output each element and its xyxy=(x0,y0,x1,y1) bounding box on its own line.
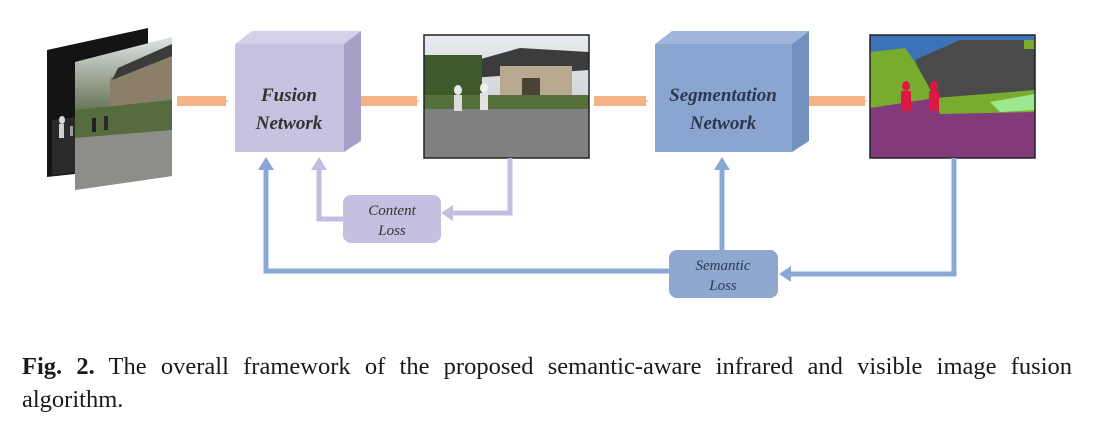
input-image-pair xyxy=(47,28,172,190)
framework-diagram: Fusion Network Segmentation Network xyxy=(47,28,1036,298)
semantic-loss-label-line1: Semantic xyxy=(696,258,751,274)
fused-image xyxy=(423,34,590,159)
figure-label: Fig. 2. xyxy=(22,353,95,380)
fusion-network-box: Fusion Network xyxy=(235,31,361,152)
segmentation-result-image xyxy=(869,34,1036,159)
fusion-network-label-line2: Network xyxy=(255,113,323,134)
semantic-loss-label-line2: Loss xyxy=(708,278,737,294)
segmentation-network-label-line1: Segmentation xyxy=(669,85,777,106)
content-loss-path xyxy=(311,157,513,222)
segmentation-network-box: Segmentation Network xyxy=(655,31,809,152)
content-loss-label-line2: Loss xyxy=(377,223,406,239)
figure-caption-text: The overall framework of the proposed se… xyxy=(22,353,1072,413)
content-loss-label-line1: Content xyxy=(368,203,416,219)
semantic-loss-path xyxy=(258,157,957,282)
fusion-network-label-line1: Fusion xyxy=(260,85,317,106)
semantic-loss-box: Semantic Loss xyxy=(669,250,778,298)
content-loss-box: Content Loss xyxy=(343,195,441,243)
figure-caption: Fig. 2. The overall framework of the pro… xyxy=(22,350,1072,416)
segmentation-network-label-line2: Network xyxy=(689,113,757,134)
